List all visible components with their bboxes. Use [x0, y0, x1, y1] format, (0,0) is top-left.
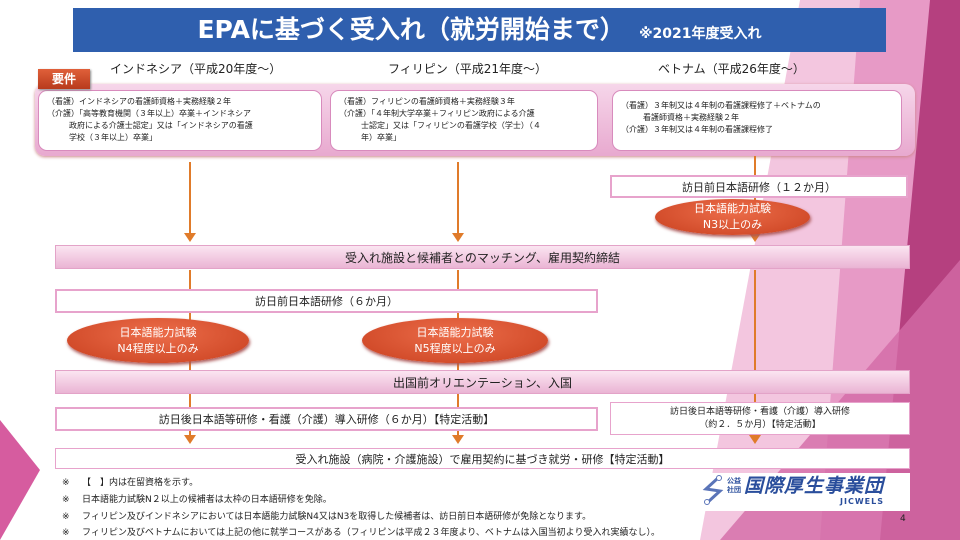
arrow-down-icon: [749, 270, 761, 444]
note-mark: ※: [62, 495, 70, 505]
note: ※ フィリピン及びインドネシアにおいては日本語能力試験N4又はN3を取得した候補者…: [62, 511, 591, 523]
vn-pre-training-box: 訪日前日本語研修（１２か月）: [610, 175, 908, 198]
logo-mark-icon: [702, 475, 724, 505]
requirements-philippines: （看護）フィリピンの看護師資格＋実務経験３年 （介護）「４年制大学卒業＋フィリピ…: [330, 90, 598, 151]
orientation-band: 出国前オリエンテーション、入国: [55, 370, 910, 394]
arrow-down-icon: [184, 162, 196, 242]
logo-text: 国際厚生事業団 JICWELS: [744, 475, 884, 507]
requirements-label: 要件: [38, 69, 90, 89]
note-mark: ※: [62, 512, 70, 522]
req-line: 年）卒業」: [361, 133, 401, 142]
req-line: （介護）「４年制大学卒業＋フィリピン政府による介護: [339, 109, 535, 118]
country-philippines: フィリピン（平成21年度～）: [388, 62, 548, 76]
matching-band: 受入れ施設と候補者とのマッチング、雇用契約締結: [55, 245, 910, 269]
note: ※ フィリピン及びベトナムにおいては上記の他に就学コースがある（フィリピンは平成２…: [62, 527, 660, 539]
req-line: （介護）３年制又は４年制の看護課程修了: [621, 125, 773, 134]
employment-box: 受入れ施設（病院・介護施設）で雇用契約に基づき就労・研修【特定活動】: [55, 448, 910, 469]
country-indonesia: インドネシア（平成20年度～）: [110, 62, 282, 76]
vn-post-training-line: （約２．５か月）【特定活動】: [699, 419, 821, 430]
arrow-down-icon: [749, 156, 761, 242]
exam-label: 日本語能力試験: [416, 325, 494, 339]
requirements-indonesia: （看護）インドネシアの看護師資格＋実務経験２年 （介護）「高等教育機関（３年以上…: [38, 90, 322, 151]
title-main: EPAに基づく受入れ（就労開始まで）: [197, 15, 625, 44]
exam-label: 日本語能力試験: [694, 202, 771, 215]
post-training-box: 訪日後日本語等研修・看護（介護）導入研修（６か月）【特定活動】: [55, 407, 598, 431]
note-text: 【 】内は在留資格を示す。: [82, 478, 199, 488]
req-line: 政府による介護士認定」又は「インドネシアの看護: [69, 121, 253, 130]
note-text: フィリピン及びインドネシアにおいては日本語能力試験N4又はN3を取得した候補者は…: [82, 512, 592, 522]
logo-name: 国際厚生事業団: [744, 475, 885, 497]
vn-post-training-box: 訪日後日本語等研修・看護（介護）導入研修 （約２．５か月）【特定活動】: [610, 402, 910, 435]
pre-training-6m-box: 訪日前日本語研修（６か月）: [55, 289, 598, 313]
note-text: フィリピン及びベトナムにおいては上記の他に就学コースがある（フィリピンは平成２３…: [82, 528, 660, 538]
arrow-down-icon: [452, 162, 464, 242]
note-mark: ※: [62, 478, 70, 488]
title-sub: ※2021年度受入れ: [638, 26, 762, 42]
req-line: 士認定」又は「フィリピンの看護学校（学士）（４: [361, 121, 541, 130]
country-vietnam: ベトナム（平成26年度～）: [658, 62, 805, 76]
id-exam-ellipse: 日本語能力試験 N4程度以上のみ: [67, 318, 249, 363]
note: ※ 日本語能力試験N２以上の候補者は太枠の日本語研修を免除。: [62, 494, 332, 506]
vn-post-training-line: 訪日後日本語等研修・看護（介護）導入研修: [669, 406, 850, 417]
requirements-vietnam: （看護）３年制又は４年制の看護課程修了＋ベトナムの 看護師資格＋実務経験２年 （…: [612, 90, 902, 151]
req-line: （介護）「高等教育機関（３年以上）卒業＋インドネシア: [47, 109, 251, 118]
jicwels-logo: 公益社団 国際厚生事業団 JICWELS: [702, 473, 910, 511]
ph-exam-ellipse: 日本語能力試験 N5程度以上のみ: [362, 318, 548, 363]
slide-title: EPAに基づく受入れ（就労開始まで） ※2021年度受入れ: [73, 8, 886, 52]
page-number: 4: [900, 514, 906, 524]
logo-small: 社団: [727, 486, 741, 494]
note-mark: ※: [62, 528, 70, 538]
req-line: （看護）３年制又は４年制の看護課程修了＋ベトナムの: [621, 101, 821, 110]
req-line: （看護）フィリピンの看護師資格＋実務経験３年: [339, 97, 515, 106]
logo-en: JICWELS: [840, 497, 885, 506]
logo-small: 公益: [727, 477, 741, 485]
note: ※ 【 】内は在留資格を示す。: [62, 477, 198, 489]
exam-label: 日本語能力試験: [119, 325, 197, 339]
req-line: 学校（３年以上）卒業」: [69, 133, 157, 142]
exam-level: N3以上のみ: [702, 218, 763, 231]
vn-exam-ellipse: 日本語能力試験 N3以上のみ: [655, 199, 810, 235]
exam-level: N4程度以上のみ: [117, 341, 199, 355]
exam-level: N5程度以上のみ: [414, 341, 496, 355]
logo-prefix: 公益社団: [727, 477, 741, 495]
req-line: 看護師資格＋実務経験２年: [643, 113, 739, 122]
req-line: （看護）インドネシアの看護師資格＋実務経験２年: [47, 97, 231, 106]
note-text: 日本語能力試験N２以上の候補者は太枠の日本語研修を免除。: [82, 495, 332, 505]
